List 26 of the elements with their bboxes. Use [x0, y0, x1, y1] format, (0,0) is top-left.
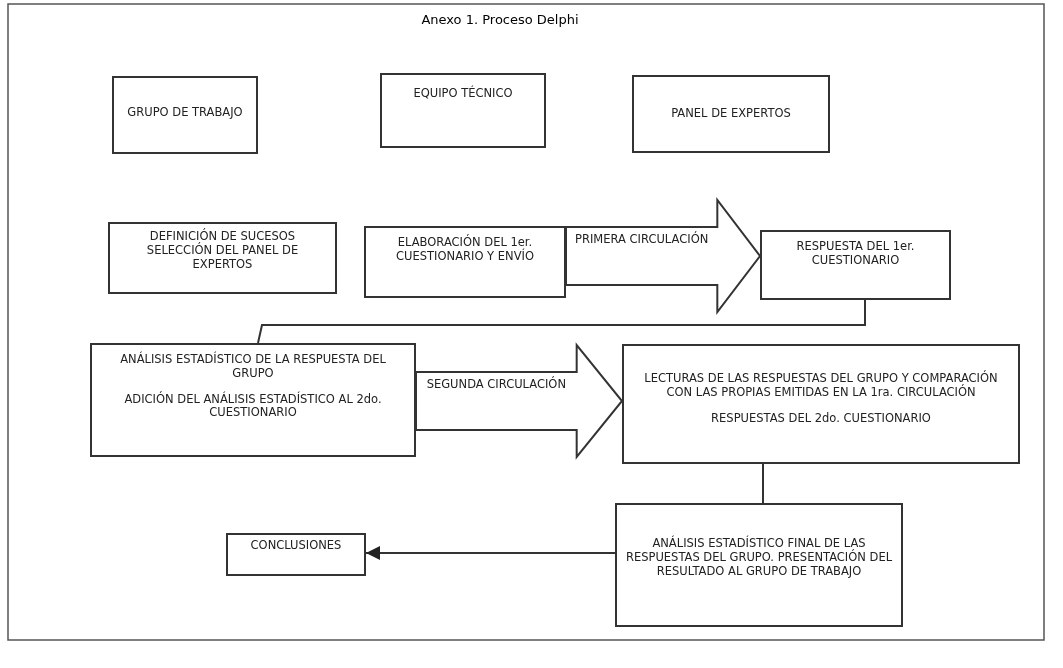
process-box — [760, 230, 951, 300]
process-box — [112, 76, 258, 154]
arrow — [365, 546, 616, 560]
node-text: RESPUESTA DEL 1er. CUESTIONARIO — [795, 240, 916, 268]
connector-line — [257, 299, 866, 344]
process-box — [632, 75, 830, 153]
process-box — [108, 222, 337, 294]
node-text: ANÁLISIS ESTADÍSTICO FINAL DE LAS RESPUESTAS DEL GRUPO. PRESENTACIÓN DEL RESULTADO AL GRUPO DE TRABAJO — [624, 537, 894, 579]
node-text: EQUIPO TÉCNICO — [413, 87, 513, 101]
diagram-title: Anexo 1. Proceso Delphi — [420, 12, 580, 27]
node-text: PANEL DE EXPERTOS — [671, 107, 791, 121]
connector-line — [762, 463, 764, 504]
process-box — [226, 533, 366, 576]
node-text: LECTURAS DE LAS RESPUESTAS DEL GRUPO Y COMPARACIÓN CON LAS PROPIAS EMITIDAS EN LA 1ra. CIRCULACIÓN — [643, 372, 999, 400]
node-text: GRUPO DE TRABAJO — [127, 106, 243, 120]
process-box — [364, 226, 566, 298]
process-box — [90, 343, 416, 457]
node-text: DEFINICIÓN DE SUCESOS SELECCIÓN DEL PANEL DE EXPERTOS — [145, 230, 300, 272]
process-box — [380, 73, 546, 148]
node-text: CONCLUSIONES — [250, 539, 342, 553]
node-text: RESPUESTAS DEL 2do. CUESTIONARIO — [711, 411, 931, 426]
node-text: ADICIÓN DEL ANÁLISIS ESTADÍSTICO AL 2do. CUESTIONARIO — [123, 392, 383, 421]
process-box — [615, 503, 903, 627]
process-box — [622, 344, 1020, 464]
node-text: ELABORACIÓN DEL 1er. CUESTIONARIO Y ENVÍO — [395, 236, 535, 264]
node-text: ANÁLISIS ESTADÍSTICO DE LA RESPUESTA DEL GRUPO — [119, 353, 387, 381]
